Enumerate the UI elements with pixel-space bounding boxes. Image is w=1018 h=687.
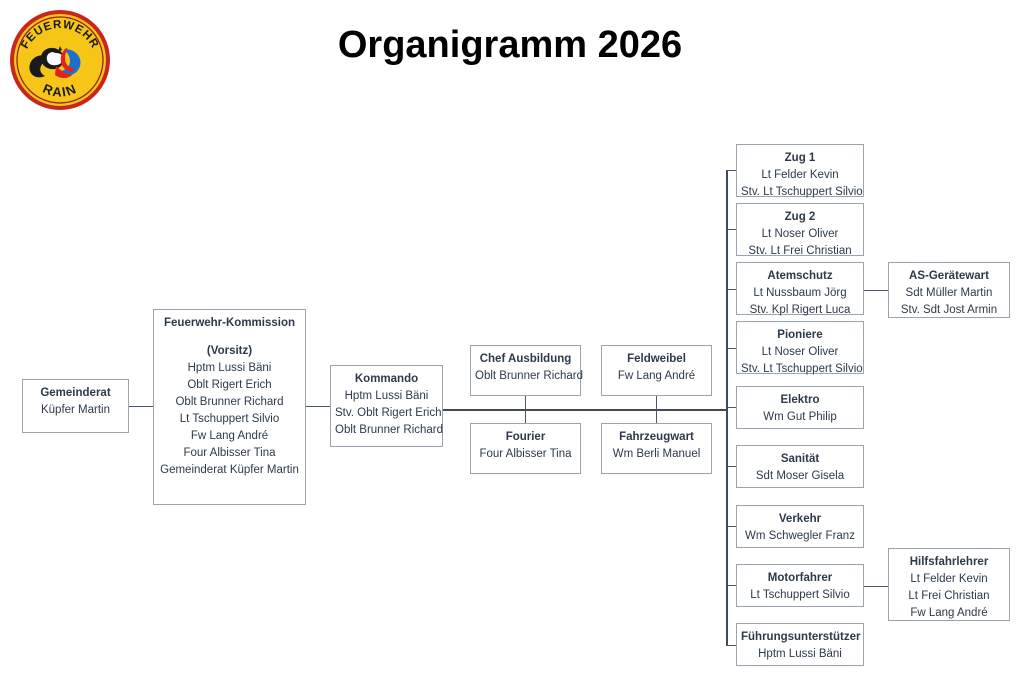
node-feldweibel-title: Feldweibel	[627, 353, 686, 365]
node-kommando-line-2: Oblt Brunner Richard	[335, 424, 444, 436]
node-sanitaet-line-0: Sdt Moser Gisela	[755, 470, 845, 482]
connector-spine-fuehrungsunterstuetzer	[727, 645, 736, 646]
node-fahrzeugwart[interactable]: Fahrzeugwart Wm Berli Manuel	[601, 423, 712, 474]
node-kommission-title: Feuerwehr-Kommission	[164, 317, 295, 329]
node-zug-2-title: Zug 2	[784, 211, 816, 223]
connector-main-trunk	[443, 409, 727, 411]
connector-gemeinderat-kommission	[129, 406, 153, 407]
node-kommando-line-0: Hptm Lussi Bäni	[344, 390, 429, 402]
node-pioniere-line-1: Stv. Lt Tschuppert Silvio	[741, 363, 863, 375]
node-as-geraetewart[interactable]: AS-Gerätewart Sdt Müller Martin Stv. Sdt…	[888, 262, 1010, 318]
node-elektro-title: Elektro	[780, 394, 820, 406]
connector-spine-zug1	[727, 170, 736, 171]
node-kommission-line-0: (Vorsitz)	[206, 345, 253, 357]
node-kommando[interactable]: Kommando Hptm Lussi Bäni Stv. Oblt Riger…	[330, 365, 443, 447]
connector-fourier-stub	[525, 410, 526, 424]
node-hilfsfahrlehrer-line-1: Lt Frei Christian	[908, 590, 990, 602]
node-kommission-spacer	[158, 332, 301, 343]
node-fuehrungsunterstuetzer-line-0: Hptm Lussi Bäni	[758, 648, 842, 660]
node-atemschutz-line-1: Stv. Kpl Rigert Luca	[749, 304, 851, 316]
node-motorfahrer-line-0: Lt Tschuppert Silvio	[750, 589, 850, 601]
page-title: Organigramm 2026	[337, 24, 683, 66]
node-chef-ausbildung-line-0: Oblt Brunner Richard	[475, 370, 584, 382]
node-gemeinderat-title: Gemeinderat	[40, 387, 111, 399]
node-kommando-line-1: Stv. Oblt Rigert Erich	[335, 407, 442, 419]
node-fourier-title: Fourier	[505, 431, 546, 443]
connector-spine-zug2	[727, 229, 736, 230]
node-elektro[interactable]: Elektro Wm Gut Philip	[736, 386, 864, 429]
node-gemeinderat[interactable]: Gemeinderat Küpfer Martin	[22, 379, 129, 433]
logo-emblem	[29, 46, 81, 78]
connector-feldweibel-stub	[656, 395, 657, 411]
node-zug-1[interactable]: Zug 1 Lt Felder Kevin Stv. Lt Tschuppert…	[736, 144, 864, 198]
node-feuerwehr-kommission[interactable]: Feuerwehr-Kommission (Vorsitz) Hptm Luss…	[153, 309, 306, 505]
node-chef-ausbildung[interactable]: Chef Ausbildung Oblt Brunner Richard	[470, 345, 584, 396]
node-chef-ausbildung-title: Chef Ausbildung	[479, 353, 572, 365]
node-kommission-line-1: Hptm Lussi Bäni	[187, 362, 272, 374]
node-elektro-line-0: Wm Gut Philip	[763, 411, 837, 423]
node-kommission-line-6: Four Albisser Tina	[183, 447, 276, 459]
node-fahrzeugwart-line-0: Wm Berli Manuel	[612, 448, 701, 460]
node-as-geraetewart-line-1: Stv. Sdt Jost Armin	[900, 304, 998, 316]
node-pioniere-line-0: Lt Noser Oliver	[761, 346, 839, 358]
node-kommission-line-7: Gemeinderat Küpfer Martin	[160, 464, 299, 476]
node-pioniere[interactable]: Pioniere Lt Noser Oliver Stv. Lt Tschupp…	[736, 321, 864, 375]
node-fuehrungsunterstuetzer-title: Führungsunterstützer	[741, 631, 861, 643]
node-hilfsfahrlehrer-title: Hilfsfahrlehrer	[909, 556, 989, 568]
connector-spine-motorfahrer	[727, 585, 736, 586]
connector-kommission-kommando	[306, 406, 330, 407]
svg-text:RAIN: RAIN	[41, 81, 80, 100]
node-as-geraetewart-line-0: Sdt Müller Martin	[905, 287, 993, 299]
node-zug-1-line-0: Lt Felder Kevin	[761, 169, 839, 181]
node-atemschutz-line-0: Lt Nussbaum Jörg	[753, 287, 847, 299]
connector-right-spine	[726, 170, 728, 646]
node-verkehr-line-0: Wm Schwegler Franz	[745, 530, 855, 542]
node-kommando-title: Kommando	[354, 373, 419, 385]
node-atemschutz-title: Atemschutz	[767, 270, 833, 282]
logo-bottom-text: RAIN	[41, 81, 78, 100]
node-motorfahrer-title: Motorfahrer	[767, 572, 833, 584]
node-fahrzeugwart-title: Fahrzeugwart	[619, 431, 694, 443]
connector-spine-atemschutz	[727, 289, 736, 290]
node-kommission-line-3: Oblt Brunner Richard	[175, 396, 284, 408]
connector-chef-ausbildung-stub	[525, 395, 526, 411]
node-kommission-line-5: Fw Lang André	[190, 430, 269, 442]
node-kommission-line-4: Lt Tschuppert Silvio	[179, 413, 280, 425]
node-feldweibel[interactable]: Feldweibel Fw Lang André	[601, 345, 712, 396]
node-sanitaet[interactable]: Sanität Sdt Moser Gisela	[736, 445, 864, 488]
connector-spine-elektro	[727, 407, 736, 408]
node-zug-2-line-1: Stv. Lt Frei Christian	[748, 245, 852, 257]
node-fuehrungsunterstuetzer[interactable]: Führungsunterstützer Hptm Lussi Bäni	[736, 623, 864, 666]
node-pioniere-title: Pioniere	[777, 329, 823, 341]
node-verkehr-title: Verkehr	[778, 513, 822, 525]
node-zug-2[interactable]: Zug 2 Lt Noser Oliver Stv. Lt Frei Chris…	[736, 203, 864, 257]
connector-spine-sanitaet	[727, 466, 736, 467]
connector-motorfahrer-hilfsfahrlehrer	[864, 586, 888, 587]
node-atemschutz[interactable]: Atemschutz Lt Nussbaum Jörg Stv. Kpl Rig…	[736, 262, 864, 316]
connector-atemschutz-as-geraetewart	[864, 290, 888, 291]
node-gemeinderat-line-0: Küpfer Martin	[40, 404, 111, 416]
node-motorfahrer[interactable]: Motorfahrer Lt Tschuppert Silvio	[736, 564, 864, 607]
connector-spine-verkehr	[727, 526, 736, 527]
node-hilfsfahrlehrer-line-2: Fw Lang André	[910, 607, 988, 619]
node-fourier-line-0: Four Albisser Tina	[479, 448, 572, 460]
node-zug-2-line-0: Lt Noser Oliver	[761, 228, 839, 240]
logo-svg: FEUERWEHR RAIN	[10, 10, 110, 110]
node-zug-1-title: Zug 1	[784, 152, 816, 164]
feuerwehr-rain-logo: FEUERWEHR RAIN	[8, 8, 112, 112]
node-as-geraetewart-title: AS-Gerätewart	[909, 270, 989, 282]
connector-fahrzeugwart-stub	[656, 410, 657, 424]
node-verkehr[interactable]: Verkehr Wm Schwegler Franz	[736, 505, 864, 548]
node-hilfsfahrlehrer-line-0: Lt Felder Kevin	[910, 573, 988, 585]
node-fourier[interactable]: Fourier Four Albisser Tina	[470, 423, 581, 474]
node-kommission-line-2: Oblt Rigert Erich	[187, 379, 272, 391]
node-zug-1-line-1: Stv. Lt Tschuppert Silvio	[741, 186, 863, 198]
connector-spine-pioniere	[727, 348, 736, 349]
node-feldweibel-line-0: Fw Lang André	[617, 370, 696, 382]
node-sanitaet-title: Sanität	[780, 453, 820, 465]
node-hilfsfahrlehrer[interactable]: Hilfsfahrlehrer Lt Felder Kevin Lt Frei …	[888, 548, 1010, 621]
